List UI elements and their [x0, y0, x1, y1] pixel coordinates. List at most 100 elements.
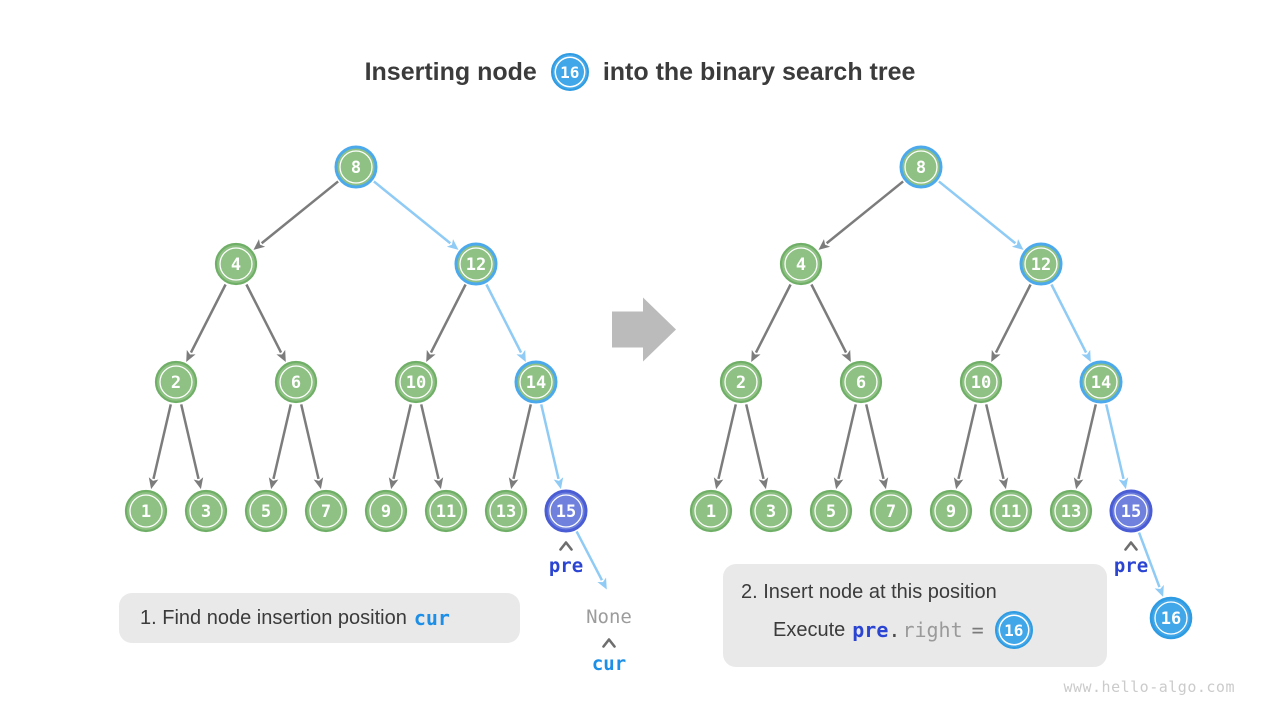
caption-step2-code-pre: pre	[852, 618, 889, 642]
tree-node-value: 11	[436, 502, 456, 522]
tree-node-2: 2	[154, 360, 198, 404]
tree-node-8: 8	[899, 145, 943, 189]
tree-node-7: 7	[304, 489, 348, 533]
tree-node-value: 15	[1121, 502, 1141, 522]
tree-node-1: 1	[124, 489, 168, 533]
edge-4-6	[810, 283, 851, 362]
edge-10-9	[953, 404, 978, 490]
caption-step2-code-right: right	[902, 618, 963, 642]
edge-4-2	[751, 283, 792, 362]
tree-node-5: 5	[809, 489, 853, 533]
tree-node-value: 12	[466, 255, 486, 275]
tree-node-14: 14	[514, 360, 558, 404]
edge-6-7	[299, 404, 324, 490]
figure-title: Inserting node 16 into the binary search…	[0, 51, 1280, 93]
tree-node-value: 8	[351, 158, 361, 178]
tree-node-value: 5	[261, 502, 271, 522]
tree-node-11: 11	[989, 489, 1033, 533]
pointer-label-pre: pre	[1114, 555, 1148, 577]
caption-step1: 1. Find node insertion position cur	[119, 593, 520, 643]
caption-step2-code-dot: .	[888, 618, 901, 642]
pointer-label-cur: cur	[592, 653, 626, 675]
tree-node-9: 9	[929, 489, 973, 533]
tree-node-value: 4	[796, 255, 806, 275]
tree-node-14: 14	[1079, 360, 1123, 404]
tree-node-value: 12	[1031, 255, 1051, 275]
edge-12-14	[1050, 283, 1091, 362]
tree-node-4: 4	[779, 242, 823, 286]
caret-up-icon	[1124, 541, 1138, 551]
tree-node-12: 12	[1019, 242, 1063, 286]
edge-6-5	[833, 404, 858, 490]
transition-arrow-icon	[612, 297, 676, 362]
tree-node-12: 12	[454, 242, 498, 286]
tree-node-value: 13	[496, 502, 516, 522]
edge-2-1	[148, 404, 173, 490]
tree-node-value: 1	[141, 502, 151, 522]
tree-node-value: 3	[766, 502, 776, 522]
caption-step2-line2: Execute pre . right = 16	[773, 611, 1107, 649]
tree-node-5: 5	[244, 489, 288, 533]
edge-12-10	[991, 283, 1032, 362]
caret-up-icon	[559, 541, 573, 551]
tree-node-value: 9	[381, 502, 391, 522]
tree-node-value: 4	[231, 255, 241, 275]
tree-node-13: 13	[1049, 489, 1093, 533]
title-text-prefix: Inserting node	[364, 57, 537, 86]
tree-node-value: 16	[1161, 609, 1181, 629]
tree-node-7: 7	[869, 489, 913, 533]
edge-15-16	[1137, 532, 1164, 597]
tree-node-4: 4	[214, 242, 258, 286]
tree-node-value: 8	[916, 158, 926, 178]
tree-node-value: 2	[171, 373, 181, 393]
edge-10-11	[984, 404, 1009, 490]
edge-8-12	[373, 180, 459, 250]
edge-14-13	[1073, 404, 1098, 490]
title-node-chip: 16	[550, 53, 589, 91]
tree-node-15: 15	[544, 489, 588, 533]
tree-node-1: 1	[689, 489, 733, 533]
caption-node-chip: 16	[994, 611, 1033, 649]
caption-step1-code-cur: cur	[413, 606, 450, 630]
tree-node-value: 5	[826, 502, 836, 522]
tree-node-11: 11	[424, 489, 468, 533]
tree-node-9: 9	[364, 489, 408, 533]
tree-node-value: 2	[736, 373, 746, 393]
tree-node-value: 1	[706, 502, 716, 522]
edge-8-12	[938, 180, 1024, 250]
tree-node-10: 10	[959, 360, 1003, 404]
edge-2-1	[713, 404, 738, 490]
pointer-label-pre: pre	[549, 555, 583, 577]
tree-node-value: 11	[1001, 502, 1021, 522]
tree-node-value: 7	[321, 502, 331, 522]
tree-node-6: 6	[274, 360, 318, 404]
edge-2-3	[179, 404, 204, 490]
tree-node-8: 8	[334, 145, 378, 189]
tree-node-value: 3	[201, 502, 211, 522]
tree-node-3: 3	[184, 489, 228, 533]
tree-node-value: 15	[556, 502, 576, 522]
title-node-value: 16	[560, 62, 580, 82]
edge-6-5	[268, 404, 293, 490]
edge-12-10	[426, 283, 467, 362]
caption-step2-code-eq: =	[971, 618, 984, 642]
tree-node-13: 13	[484, 489, 528, 533]
edge-10-11	[419, 404, 444, 490]
tree-node-6: 6	[839, 360, 883, 404]
tree-node-10: 10	[394, 360, 438, 404]
pointer-label-none: None	[586, 606, 632, 628]
edge-8-4	[253, 180, 339, 250]
watermark: www.hello-algo.com	[1063, 678, 1235, 696]
edge-12-14	[485, 283, 526, 362]
edge-6-7	[864, 404, 889, 490]
tree-node-value: 14	[526, 373, 546, 393]
caret-up-icon	[602, 638, 616, 648]
edge-4-2	[186, 283, 227, 362]
edge-4-6	[245, 283, 286, 362]
edge-10-9	[388, 404, 413, 490]
tree-node-value: 14	[1091, 373, 1111, 393]
